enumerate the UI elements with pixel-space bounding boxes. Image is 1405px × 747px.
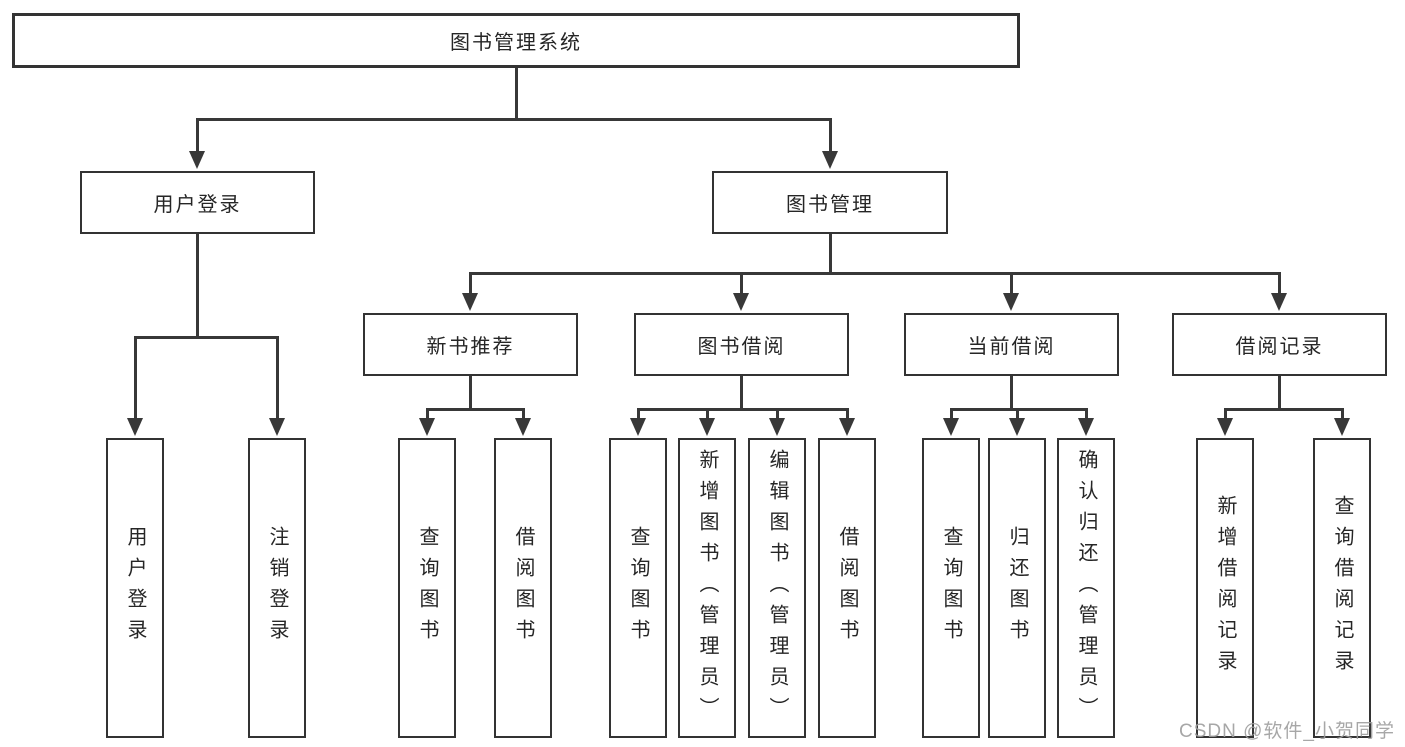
arrowhead-icon	[1003, 293, 1019, 311]
connector-arrow-down	[1217, 408, 1233, 436]
connector-arrow-down	[769, 408, 785, 436]
arrow-shaft	[195, 118, 199, 154]
arrow-shaft	[739, 272, 743, 296]
arrowhead-icon	[699, 418, 715, 436]
node-book-management: 图书管理	[712, 171, 948, 234]
connector-arrow-down	[127, 336, 143, 436]
connector-arrow-down	[839, 408, 855, 436]
connector-bar	[195, 118, 832, 121]
arrow-shaft	[828, 118, 832, 154]
arrowhead-icon	[1009, 418, 1025, 436]
connector-arrow-down	[419, 408, 435, 436]
connector-arrow-down	[1009, 408, 1025, 436]
connector-bar	[425, 408, 525, 411]
arrow-shaft	[425, 408, 429, 421]
arrowhead-icon	[769, 418, 785, 436]
arrow-shaft	[1009, 272, 1013, 296]
connector-stem	[1009, 376, 1013, 410]
leaf-confirm-return-admin: 确认归还（管理员）	[1057, 438, 1115, 738]
leaf-add-borrow-record: 新增借阅记录	[1196, 438, 1254, 738]
arrowhead-icon	[1271, 293, 1287, 311]
arrow-shaft	[468, 272, 472, 296]
arrow-shaft	[1084, 408, 1088, 421]
arrowhead-icon	[733, 293, 749, 311]
leaf-query-books-under-current: 查询图书	[922, 438, 980, 738]
leaf-borrow-books-under-recommend: 借阅图书	[494, 438, 552, 738]
connector-arrow-down	[822, 118, 838, 169]
arrow-shaft	[1340, 408, 1344, 421]
leaf-borrow-books-under-borrowing: 借阅图书	[818, 438, 876, 738]
leaf-query-books-under-borrowing: 查询图书	[609, 438, 667, 738]
arrowhead-icon	[1078, 418, 1094, 436]
connector-bar	[949, 408, 1088, 411]
connector-stem	[739, 376, 743, 410]
leaf-query-borrow-record: 查询借阅记录	[1313, 438, 1371, 738]
arrowhead-icon	[822, 151, 838, 169]
connector-arrow-down	[462, 272, 478, 311]
arrowhead-icon	[1217, 418, 1233, 436]
connector-arrow-down	[699, 408, 715, 436]
node-user-login: 用户登录	[80, 171, 315, 234]
node-borrow-records: 借阅记录	[1172, 313, 1387, 376]
arrow-shaft	[775, 408, 779, 421]
connector-arrow-down	[630, 408, 646, 436]
connector-bar	[133, 336, 279, 339]
csdn-watermark: CSDN @软件_小贺同学	[1179, 721, 1395, 742]
arrow-shaft	[845, 408, 849, 421]
leaf-edit-book-admin: 编辑图书（管理员）	[748, 438, 806, 738]
arrowhead-icon	[462, 293, 478, 311]
leaf-user-login: 用户登录	[106, 438, 164, 738]
node-library-management-system: 图书管理系统	[12, 13, 1020, 68]
arrowhead-icon	[839, 418, 855, 436]
arrow-shaft	[1015, 408, 1019, 421]
connector-arrow-down	[515, 408, 531, 436]
arrowhead-icon	[515, 418, 531, 436]
arrow-shaft	[705, 408, 709, 421]
leaf-return-book: 归还图书	[988, 438, 1046, 738]
arrowhead-icon	[943, 418, 959, 436]
arrow-shaft	[636, 408, 640, 421]
arrowhead-icon	[127, 418, 143, 436]
connector-arrow-down	[189, 118, 205, 169]
node-new-book-recommend: 新书推荐	[363, 313, 578, 376]
connector-arrow-down	[269, 336, 285, 436]
connector-arrow-down	[1271, 272, 1287, 311]
arrow-shaft	[949, 408, 953, 421]
connector-arrow-down	[733, 272, 749, 311]
arrow-shaft	[521, 408, 525, 421]
connector-bar	[636, 408, 849, 411]
connector-stem	[468, 376, 472, 410]
connector-stem	[1277, 376, 1281, 410]
connector-arrow-down	[1334, 408, 1350, 436]
connector-arrow-down	[1003, 272, 1019, 311]
connector-bar	[468, 272, 1281, 275]
connector-arrow-down	[943, 408, 959, 436]
connector-stem	[514, 68, 518, 120]
arrowhead-icon	[189, 151, 205, 169]
arrowhead-icon	[630, 418, 646, 436]
arrow-shaft	[275, 336, 279, 421]
node-book-borrowing: 图书借阅	[634, 313, 849, 376]
leaf-query-books-under-recommend: 查询图书	[398, 438, 456, 738]
leaf-add-book-admin: 新增图书（管理员）	[678, 438, 736, 738]
connector-stem	[828, 234, 832, 274]
leaf-logout: 注销登录	[248, 438, 306, 738]
node-current-borrowing: 当前借阅	[904, 313, 1119, 376]
connector-arrow-down	[1078, 408, 1094, 436]
connector-bar	[1223, 408, 1344, 411]
arrow-shaft	[133, 336, 137, 421]
arrowhead-icon	[269, 418, 285, 436]
arrowhead-icon	[419, 418, 435, 436]
connector-stem	[195, 234, 199, 338]
arrowhead-icon	[1334, 418, 1350, 436]
arrow-shaft	[1277, 272, 1281, 296]
arrow-shaft	[1223, 408, 1227, 421]
